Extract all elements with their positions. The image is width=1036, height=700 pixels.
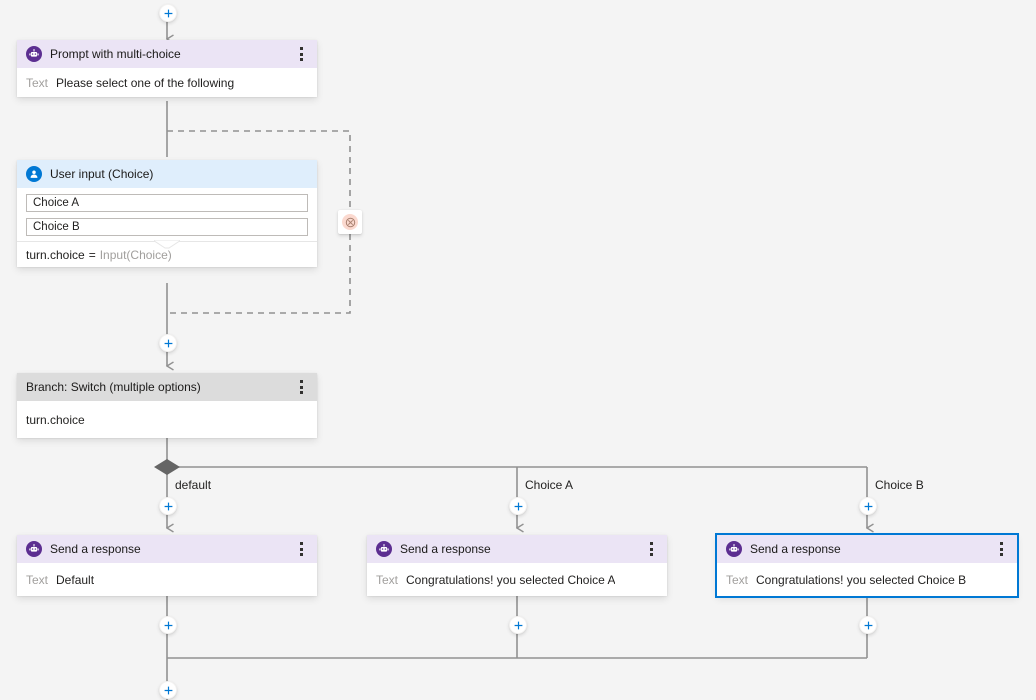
plus-icon bbox=[164, 339, 172, 347]
plus-icon bbox=[164, 686, 172, 694]
bot-icon bbox=[26, 541, 42, 557]
add-node-button-default-branch[interactable] bbox=[159, 497, 177, 515]
add-node-button-below-choice-a[interactable] bbox=[509, 616, 527, 634]
node-header: User input (Choice) bbox=[17, 160, 317, 188]
node-body: turn.choice bbox=[17, 401, 317, 438]
node-send-a-response-choice-b[interactable]: Send a response Text Congratulations! yo… bbox=[715, 533, 1019, 598]
body-field-label: Text bbox=[26, 76, 49, 90]
plus-icon bbox=[164, 9, 172, 17]
node-title: Branch: Switch (multiple options) bbox=[26, 380, 201, 394]
node-send-a-response-default[interactable]: Send a response Text Default bbox=[17, 535, 317, 596]
body-field-value: Congratulations! you selected Choice A bbox=[406, 573, 616, 587]
cancel-loop-button[interactable] bbox=[338, 210, 362, 234]
assignment-value: Input(Choice) bbox=[99, 247, 172, 262]
node-title: User input (Choice) bbox=[50, 167, 154, 181]
more-vertical-icon[interactable] bbox=[993, 539, 1009, 559]
node-send-a-response-choice-a[interactable]: Send a response Text Congratulations! yo… bbox=[367, 535, 667, 596]
body-field-value: Congratulations! you selected Choice B bbox=[756, 573, 967, 587]
more-vertical-icon[interactable] bbox=[643, 539, 659, 559]
choice-item[interactable]: Choice B bbox=[26, 218, 308, 236]
assignment-key: turn.choice bbox=[26, 247, 85, 262]
plus-icon bbox=[164, 621, 172, 629]
plus-icon bbox=[514, 621, 522, 629]
node-prompt-with-multi-choice[interactable]: Prompt with multi-choice Text Please sel… bbox=[17, 40, 317, 97]
body-field-value: Default bbox=[56, 573, 95, 587]
add-node-button-bottom[interactable] bbox=[159, 681, 177, 699]
body-field-label: Text bbox=[376, 573, 399, 587]
node-body: Text Congratulations! you selected Choic… bbox=[367, 563, 667, 596]
plus-icon bbox=[164, 502, 172, 510]
node-header: Send a response bbox=[367, 535, 667, 563]
node-title: Send a response bbox=[750, 542, 841, 556]
node-body: Text Congratulations! you selected Choic… bbox=[717, 563, 1017, 596]
add-node-button-choice-b-branch[interactable] bbox=[859, 497, 877, 515]
node-header: Send a response bbox=[17, 535, 317, 563]
bot-icon bbox=[26, 46, 42, 62]
node-title: Prompt with multi-choice bbox=[50, 47, 181, 61]
bot-icon bbox=[376, 541, 392, 557]
plus-icon bbox=[864, 502, 872, 510]
bot-icon bbox=[726, 541, 742, 557]
add-node-button-after-input[interactable] bbox=[159, 334, 177, 352]
node-title: Send a response bbox=[50, 542, 141, 556]
user-icon bbox=[26, 166, 42, 182]
branch-label-choice-b: Choice B bbox=[875, 478, 924, 492]
body-field-value: Please select one of the following bbox=[56, 76, 235, 90]
node-header: Send a response bbox=[717, 535, 1017, 563]
add-node-button-below-default[interactable] bbox=[159, 616, 177, 634]
choice-list: Choice A Choice B bbox=[17, 188, 317, 241]
choice-item[interactable]: Choice A bbox=[26, 194, 308, 212]
assignment-operator: = bbox=[88, 247, 96, 262]
branch-diamond bbox=[154, 459, 180, 475]
body-field-label: Text bbox=[726, 573, 749, 587]
add-node-button-below-choice-b[interactable] bbox=[859, 616, 877, 634]
branch-label-choice-a: Choice A bbox=[525, 478, 574, 492]
node-body: Text Please select one of the following bbox=[17, 68, 317, 97]
node-title: Send a response bbox=[400, 542, 491, 556]
node-header: Branch: Switch (multiple options) bbox=[17, 373, 317, 401]
more-vertical-icon[interactable] bbox=[293, 44, 309, 64]
plus-icon bbox=[864, 621, 872, 629]
node-user-input-choice[interactable]: User input (Choice) Choice A Choice B tu… bbox=[17, 160, 317, 267]
add-node-button-top[interactable] bbox=[159, 4, 177, 22]
node-body: Text Default bbox=[17, 563, 317, 596]
body-field-label: Text bbox=[26, 573, 49, 587]
add-node-button-choice-a-branch[interactable] bbox=[509, 497, 527, 515]
cancel-circle-icon bbox=[342, 214, 358, 230]
more-vertical-icon[interactable] bbox=[293, 539, 309, 559]
branch-condition: turn.choice bbox=[26, 413, 85, 427]
node-header: Prompt with multi-choice bbox=[17, 40, 317, 68]
plus-icon bbox=[514, 502, 522, 510]
node-branch-switch[interactable]: Branch: Switch (multiple options) turn.c… bbox=[17, 373, 317, 438]
branch-label-default: default bbox=[175, 478, 212, 492]
more-vertical-icon[interactable] bbox=[293, 377, 309, 397]
